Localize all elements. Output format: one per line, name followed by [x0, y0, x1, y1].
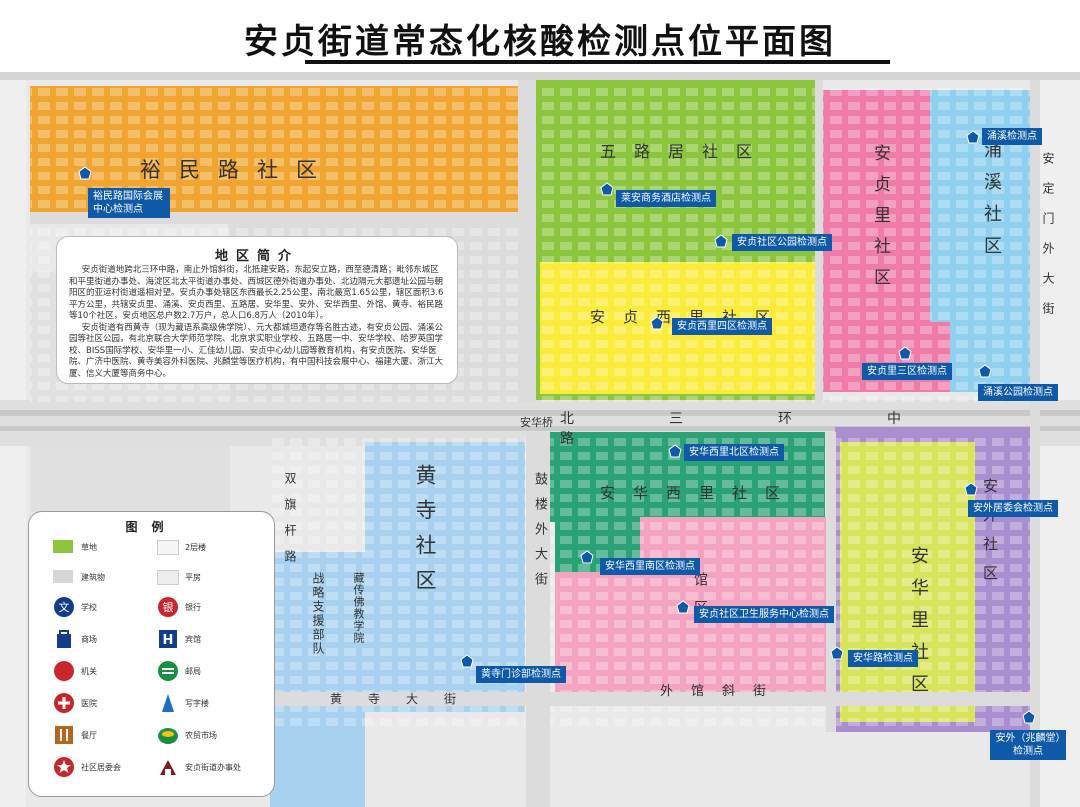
legend-label: 写字楼: [185, 699, 209, 708]
title-underline: [305, 60, 890, 64]
test-point-pentagon-icon[interactable]: [650, 316, 664, 330]
bungalow-swatch: [157, 570, 179, 585]
street-office-icon: [160, 760, 176, 775]
zhanlue-label: 战略支援部队: [311, 572, 325, 656]
test-point-pentagon-icon[interactable]: [78, 166, 92, 180]
office-icon: [162, 694, 174, 712]
legend-label: 平房: [185, 573, 201, 582]
legend-label: 餐厅: [81, 731, 97, 740]
test-point-label[interactable]: 裕民路国际会展中心检测点: [88, 188, 170, 218]
waiguan-road: [270, 692, 1040, 706]
bank-icon: 银: [158, 597, 178, 617]
government-icon: [54, 661, 74, 681]
test-point-label[interactable]: 安贞里三区检测点: [862, 363, 952, 380]
waiguan-street-label: 外馆斜街: [660, 684, 785, 699]
mall-icon: [57, 630, 71, 648]
wulu-community-label: 五路居社区: [600, 142, 771, 161]
test-point-label[interactable]: 安贞社区卫生服务中心检测点: [694, 606, 834, 623]
building-swatch: [53, 570, 73, 583]
shuangqi-label: 双旗杆路: [283, 472, 297, 576]
legend-label: 农贸市场: [185, 731, 217, 740]
gulou-road-north: [518, 72, 536, 402]
huangsidajie-label: 黄寺大街: [330, 692, 483, 706]
huangsi-community-label: 黄寺社区: [413, 464, 437, 604]
post-icon: [158, 661, 178, 681]
test-point-label[interactable]: 安贞西里四区检测点: [672, 318, 772, 335]
test-point-pentagon-icon[interactable]: [978, 364, 992, 378]
test-point-label[interactable]: 安华路检测点: [848, 650, 918, 667]
test-point-pentagon-icon[interactable]: [460, 654, 474, 668]
market-icon: [158, 728, 178, 744]
legend-label: 学校: [81, 603, 97, 612]
svg-text:文: 文: [59, 600, 70, 614]
test-point-pentagon-icon[interactable]: [1022, 710, 1036, 724]
anding-road: [1030, 72, 1040, 807]
intro-body: 安贞街道地跨北三环中路，南止外馆斜街，北抵建安路，东起安立路，西至德清路；毗邻东…: [69, 265, 447, 380]
legend-title: 图例: [125, 520, 178, 534]
legend-label: 银行: [185, 603, 201, 612]
test-point-pentagon-icon[interactable]: [964, 482, 978, 496]
yongxi-community-label: 涌溪社区: [981, 140, 1002, 268]
test-point-pentagon-icon[interactable]: [966, 130, 980, 144]
test-point-pentagon-icon[interactable]: [600, 182, 614, 196]
legend-label: 邮局: [185, 667, 201, 676]
legend-label: 社区居委会: [81, 763, 121, 772]
tibet-label: 藏传佛教学院: [352, 572, 365, 644]
map-canvas[interactable]: 裕民路社区 五路居社区 安贞里社区 涌溪社区 安贞西里社区 安华西里社区 黄寺社…: [0, 72, 1080, 807]
anhuali-community-label: 安华里社区: [908, 546, 929, 706]
intro-paragraph: 安贞街道地跨北三环中路，南止外馆斜街，北抵建安路，东起安立路，西至德清路；毗邻东…: [69, 265, 444, 321]
gulou-label: 鼓楼外大街: [532, 472, 547, 597]
legend-label: 商场: [81, 635, 97, 644]
test-point-label[interactable]: 涌溪检测点: [982, 128, 1042, 145]
test-point-label[interactable]: 安华西里南区检测点: [600, 558, 700, 575]
test-point-pentagon-icon[interactable]: [714, 234, 728, 248]
legend-label: 2层楼: [185, 543, 207, 552]
andingmen-label: 安定门外大街: [1041, 152, 1055, 332]
community-icon: [54, 757, 74, 777]
test-point-pentagon-icon[interactable]: [676, 600, 690, 614]
beisanhuan-label: 北三环中路: [560, 411, 996, 447]
anwai-community-label: 安外社区: [981, 478, 999, 594]
intro-panel: 地区简介 安贞街道地跨北三环中路，南止外馆斜街，北抵建安路，东起安立路，西至德清…: [56, 236, 458, 384]
legend-label: 建筑物: [81, 573, 105, 582]
anhuaqiao-label: 安华桥: [520, 416, 553, 429]
legend-label: 医院: [81, 699, 97, 708]
test-point-label[interactable]: 安华西里北区检测点: [684, 444, 784, 461]
anzhen-community-label: 安贞里社区: [870, 144, 890, 299]
title-bar: 安贞街道常态化核酸检测点位平面图: [0, 0, 1080, 68]
test-point-pentagon-icon[interactable]: [830, 646, 844, 660]
map-title: 安贞街道常态化核酸检测点位平面图: [244, 22, 836, 62]
two-floor-swatch: [157, 540, 179, 555]
legend-label: 草地: [81, 543, 97, 552]
anhuaxili-community-label: 安华西里社区: [600, 484, 799, 502]
test-point-label[interactable]: 安贞社区公园检测点: [732, 234, 832, 251]
test-point-pentagon-icon[interactable]: [898, 346, 912, 360]
legend-panel: 图例 草地 2层楼 建筑物 平房 文 学校 银 银行 商场 H 宾馆 机关 邮局…: [28, 511, 275, 797]
legend-label: 安贞街道办事处: [185, 763, 241, 772]
test-point-pentagon-icon[interactable]: [580, 550, 594, 564]
test-point-label[interactable]: 莱安商务酒店检测点: [616, 190, 716, 207]
legend-label: 宾馆: [185, 635, 201, 644]
test-point-label[interactable]: 安外（兆麟堂）检测点: [990, 730, 1066, 760]
test-point-label[interactable]: 黄寺门诊部检测点: [476, 666, 566, 683]
grass-swatch: [53, 540, 73, 553]
svg-text:银: 银: [163, 600, 174, 614]
hotel-icon: H: [159, 630, 177, 648]
restaurant-icon: [55, 726, 73, 744]
gulou-road-south: [526, 432, 550, 807]
test-point-pentagon-icon[interactable]: [668, 444, 682, 458]
intro-title: 地区简介: [214, 249, 299, 264]
yumin-community-label: 裕民路社区: [140, 158, 335, 182]
intro-paragraph: 安贞街道有西黄寺（现为藏语系高级佛学院）、元大都城垣遗存等名胜古迹，有安贞公园、…: [69, 322, 444, 379]
hospital-icon: [54, 693, 74, 713]
svg-text:H: H: [163, 633, 174, 648]
test-point-label[interactable]: 涌溪公园检测点: [978, 384, 1058, 401]
legend-label: 机关: [81, 667, 97, 676]
test-point-label[interactable]: 安外居委会检测点: [968, 500, 1058, 517]
school-icon: 文: [54, 597, 74, 617]
